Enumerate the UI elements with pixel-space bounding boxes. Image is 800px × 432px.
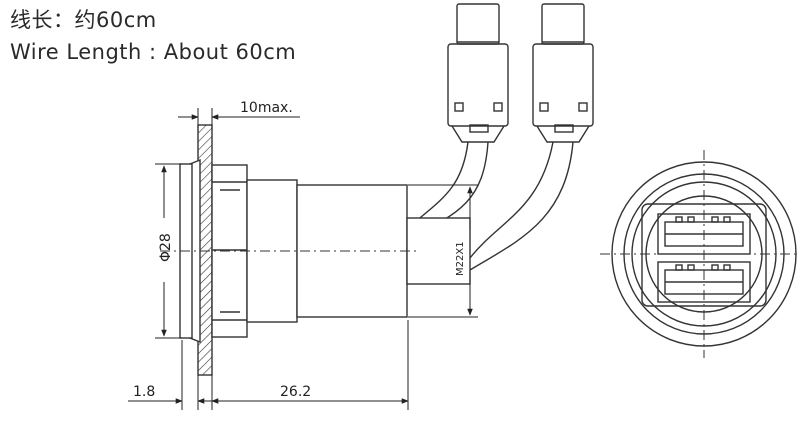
dim-body-length-label: 26.2: [280, 384, 311, 400]
dim-diameter: [155, 163, 182, 339]
dim-flange-label: 1.8: [133, 384, 155, 400]
centerline-front: [600, 150, 800, 358]
wire-length-english: Wire Length : About 60cm: [10, 40, 297, 64]
usb-plug-right: [532, 3, 594, 143]
dim-thread-label: M22X1: [455, 241, 466, 276]
connector-side-view: [179, 124, 471, 376]
dim-diameter-label: Φ28: [158, 233, 174, 262]
dim-bottom: [128, 320, 409, 410]
dim-thread: [408, 184, 478, 318]
usb-plug-left: [447, 3, 509, 143]
wire-length-chinese: 线长：约60cm: [10, 8, 157, 32]
dim-panel-max: [178, 108, 300, 128]
dim-panel-max-label: 10max.: [240, 100, 293, 116]
